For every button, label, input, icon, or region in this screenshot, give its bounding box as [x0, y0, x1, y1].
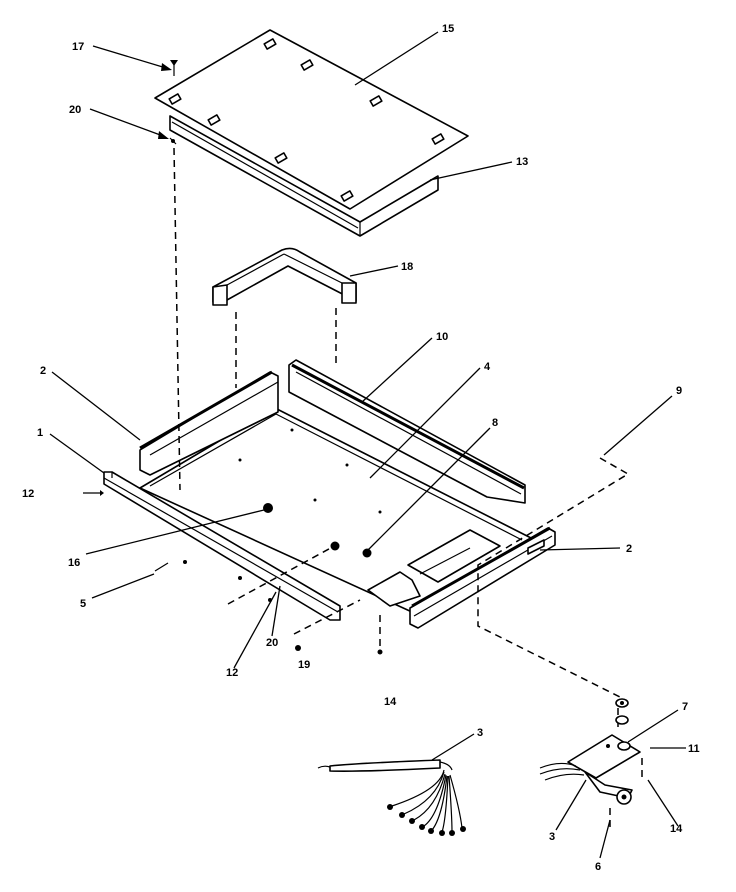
callout-20-bottom: 20 — [266, 637, 278, 649]
callout-19: 19 — [298, 659, 310, 671]
terminal-block — [539, 734, 641, 805]
insulation-block — [212, 247, 357, 306]
nut-icon — [330, 541, 340, 551]
callout-17: 17 — [72, 41, 84, 53]
callout-labels: 17 15 20 13 18 10 2 4 9 1 8 12 16 2 5 20… — [22, 23, 700, 873]
callout-6: 6 — [595, 861, 601, 873]
callout-3-harness: 3 — [477, 727, 483, 739]
leader-lines — [49, 31, 686, 859]
front-rail — [103, 471, 341, 621]
callout-16: 16 — [68, 557, 80, 569]
callout-18: 18 — [401, 261, 413, 273]
cover-mounting-slots — [168, 38, 445, 202]
screw-19-icon — [295, 645, 301, 651]
top-cover-assembly — [154, 29, 469, 237]
screw-20-icon — [171, 139, 175, 143]
callout-12-bottom: 12 — [226, 667, 238, 679]
callout-12-left: 12 — [22, 488, 34, 500]
right-side-rail — [409, 526, 556, 629]
callout-5: 5 — [80, 598, 86, 610]
callout-11: 11 — [688, 743, 700, 755]
callout-14-right: 14 — [670, 823, 683, 835]
callout-15: 15 — [442, 23, 454, 35]
callout-7: 7 — [682, 701, 688, 713]
top-cover-plate — [154, 29, 469, 210]
callout-20: 20 — [69, 104, 81, 116]
callout-13: 13 — [516, 156, 528, 168]
callout-4: 4 — [484, 361, 491, 373]
callout-14-left: 14 — [384, 696, 397, 708]
assembly-lines — [173, 147, 643, 830]
base-tray — [139, 407, 536, 613]
rear-rail — [288, 359, 526, 504]
tray-front-slots — [367, 529, 501, 607]
callout-3-bottom: 3 — [549, 831, 555, 843]
wire-harness — [317, 759, 466, 836]
nut-16-icon — [263, 503, 273, 513]
screw-14-icon — [377, 649, 383, 655]
callout-8: 8 — [492, 417, 498, 429]
callout-2-right: 2 — [626, 543, 632, 555]
callout-1: 1 — [37, 427, 43, 439]
left-side-rail — [139, 370, 279, 476]
screw-12-icon — [100, 490, 104, 496]
hardware — [83, 60, 629, 725]
callout-9: 9 — [676, 385, 682, 397]
callout-2-left: 2 — [40, 365, 46, 377]
screw-5-icon — [183, 560, 187, 564]
callout-10: 10 — [436, 331, 448, 343]
nut-8-icon — [362, 548, 372, 558]
screw-17-icon — [170, 60, 178, 66]
